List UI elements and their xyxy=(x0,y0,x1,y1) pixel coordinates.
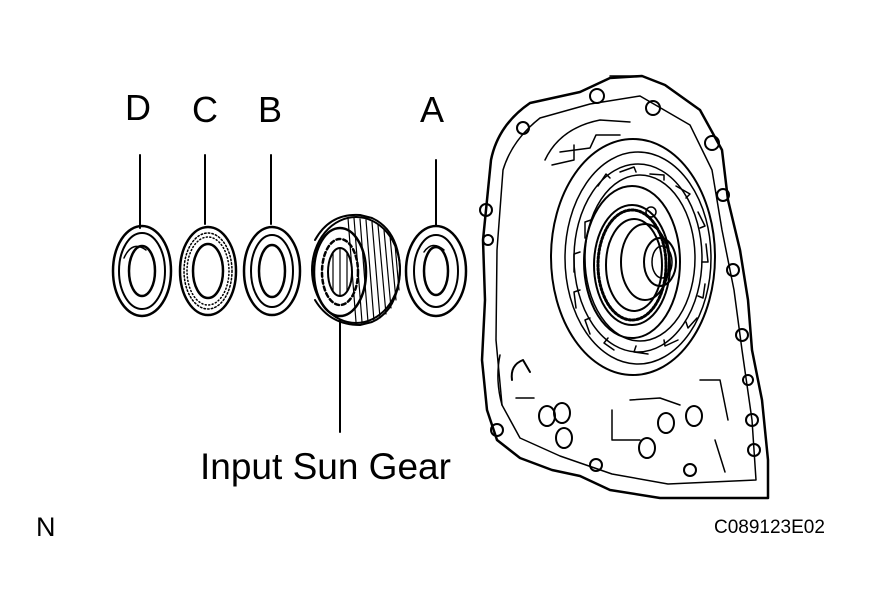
washer-b xyxy=(242,225,302,317)
washer-a xyxy=(404,224,468,318)
figure-code-label: C089123E02 xyxy=(714,517,825,538)
case-inner-flange xyxy=(495,95,757,485)
label-c: C xyxy=(192,89,218,130)
label-a: A xyxy=(420,89,445,130)
view-marker-label: N xyxy=(36,512,56,542)
label-d: D xyxy=(125,87,151,128)
label-b: B xyxy=(258,89,283,130)
washer-d xyxy=(111,224,173,318)
leader-lines xyxy=(139,154,437,433)
case-outline xyxy=(480,74,770,500)
bearing-c xyxy=(178,225,238,317)
transmission-case xyxy=(479,74,770,500)
input-sun-gear xyxy=(311,213,401,326)
label-input-sun-gear: Input Sun Gear xyxy=(200,446,451,487)
